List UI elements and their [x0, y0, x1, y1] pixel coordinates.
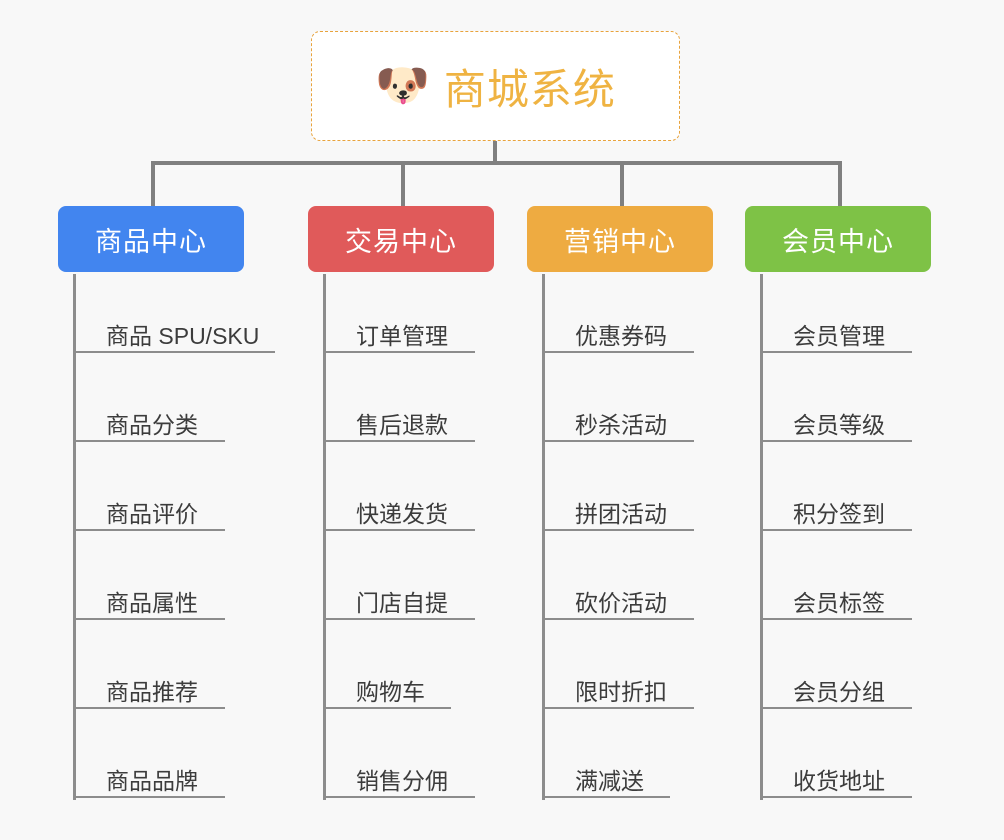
leaf-item-label: 秒杀活动 — [575, 411, 667, 438]
category-label: 交易中心 — [345, 226, 457, 257]
leaf-item-商品 SPU/SKU[interactable]: 商品 SPU/SKU — [73, 309, 275, 353]
leaf-item-商品品牌[interactable]: 商品品牌 — [73, 754, 225, 798]
leaf-item-label: 商品评价 — [106, 500, 198, 527]
leaf-item-label: 优惠券码 — [575, 322, 667, 349]
leaf-item-label: 会员标签 — [793, 589, 885, 616]
leaf-item-限时折扣[interactable]: 限时折扣 — [542, 665, 694, 709]
leaf-item-label: 售后退款 — [356, 411, 448, 438]
leaf-item-label: 会员管理 — [793, 322, 885, 349]
category-spine-交易中心 — [323, 274, 326, 800]
leaf-item-订单管理[interactable]: 订单管理 — [323, 309, 475, 353]
leaf-item-购物车[interactable]: 购物车 — [323, 665, 451, 709]
category-box-交易中心[interactable]: 交易中心 — [308, 206, 494, 272]
leaf-item-label: 商品推荐 — [106, 678, 198, 705]
connector-drop-营销中心 — [620, 161, 624, 206]
leaf-item-label: 销售分佣 — [356, 767, 448, 794]
leaf-item-label: 限时折扣 — [575, 678, 667, 705]
leaf-item-label: 商品品牌 — [106, 767, 198, 794]
connector-drop-商品中心 — [151, 161, 155, 206]
connector-drop-会员中心 — [838, 161, 842, 206]
leaf-item-商品分类[interactable]: 商品分类 — [73, 398, 225, 442]
shiba-dog-face-icon: 🐶 — [375, 61, 430, 110]
leaf-item-label: 收货地址 — [793, 767, 885, 794]
root-node-商城系统[interactable]: 🐶 商城系统 — [311, 31, 680, 141]
leaf-item-label: 拼团活动 — [575, 500, 667, 527]
leaf-item-label: 商品属性 — [106, 589, 198, 616]
connector-root-stem — [493, 141, 497, 165]
leaf-item-收货地址[interactable]: 收货地址 — [760, 754, 912, 798]
leaf-item-会员分组[interactable]: 会员分组 — [760, 665, 912, 709]
leaf-item-label: 砍价活动 — [575, 589, 667, 616]
leaf-item-label: 商品分类 — [106, 411, 198, 438]
leaf-item-优惠券码[interactable]: 优惠券码 — [542, 309, 694, 353]
leaf-item-商品属性[interactable]: 商品属性 — [73, 576, 225, 620]
category-spine-会员中心 — [760, 274, 763, 800]
leaf-item-商品评价[interactable]: 商品评价 — [73, 487, 225, 531]
leaf-item-秒杀活动[interactable]: 秒杀活动 — [542, 398, 694, 442]
leaf-item-门店自提[interactable]: 门店自提 — [323, 576, 475, 620]
connector-drop-交易中心 — [401, 161, 405, 206]
leaf-item-销售分佣[interactable]: 销售分佣 — [323, 754, 475, 798]
leaf-item-会员管理[interactable]: 会员管理 — [760, 309, 912, 353]
leaf-item-label: 积分签到 — [793, 500, 885, 527]
leaf-item-售后退款[interactable]: 售后退款 — [323, 398, 475, 442]
leaf-item-label: 会员分组 — [793, 678, 885, 705]
leaf-item-满减送[interactable]: 满减送 — [542, 754, 670, 798]
root-title: 商城系统 — [443, 65, 616, 113]
leaf-item-商品推荐[interactable]: 商品推荐 — [73, 665, 225, 709]
leaf-item-拼团活动[interactable]: 拼团活动 — [542, 487, 694, 531]
category-spine-营销中心 — [542, 274, 545, 800]
leaf-item-积分签到[interactable]: 积分签到 — [760, 487, 912, 531]
category-label: 会员中心 — [782, 226, 894, 257]
leaf-item-会员等级[interactable]: 会员等级 — [760, 398, 912, 442]
leaf-item-label: 商品 SPU/SKU — [106, 322, 260, 349]
leaf-item-label: 快递发货 — [356, 500, 448, 527]
category-label: 营销中心 — [564, 226, 676, 257]
category-box-商品中心[interactable]: 商品中心 — [58, 206, 244, 272]
category-label: 商品中心 — [95, 226, 207, 257]
leaf-item-会员标签[interactable]: 会员标签 — [760, 576, 912, 620]
leaf-item-label: 会员等级 — [793, 411, 885, 438]
leaf-item-砍价活动[interactable]: 砍价活动 — [542, 576, 694, 620]
connector-horizontal-bus — [151, 161, 842, 165]
leaf-item-label: 购物车 — [356, 678, 425, 705]
leaf-item-label: 订单管理 — [356, 322, 448, 349]
category-box-会员中心[interactable]: 会员中心 — [745, 206, 931, 272]
leaf-item-label: 满减送 — [575, 767, 644, 794]
category-box-营销中心[interactable]: 营销中心 — [527, 206, 713, 272]
leaf-item-快递发货[interactable]: 快递发货 — [323, 487, 475, 531]
leaf-item-label: 门店自提 — [356, 589, 448, 616]
category-spine-商品中心 — [73, 274, 76, 800]
